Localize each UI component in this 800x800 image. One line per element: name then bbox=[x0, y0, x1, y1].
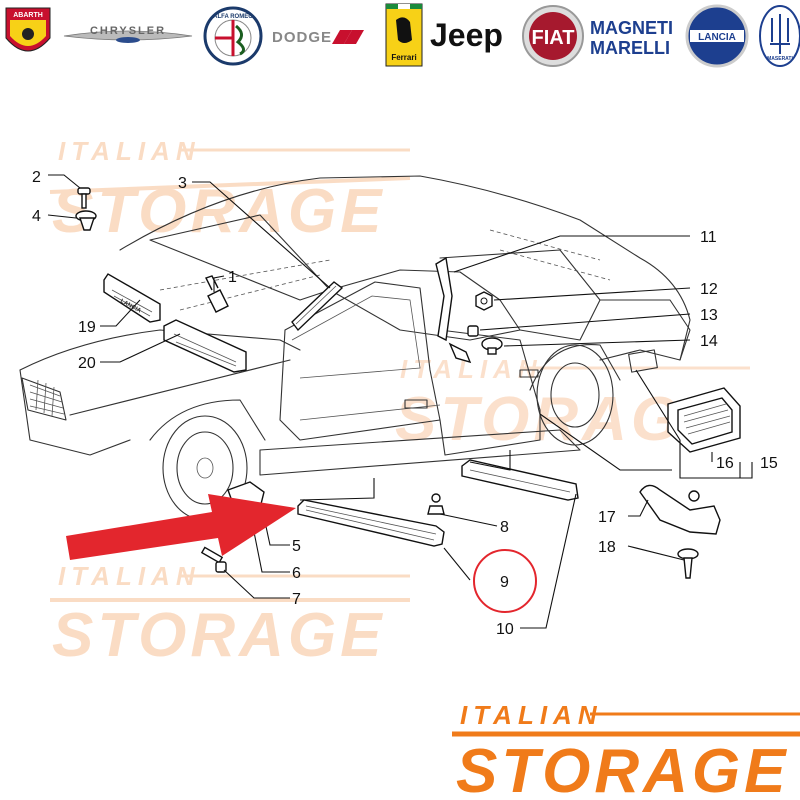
chrysler-logo: CHRYSLER bbox=[63, 25, 193, 43]
svg-text:MARELLI: MARELLI bbox=[590, 38, 670, 58]
callout-10: 10 bbox=[496, 621, 514, 638]
callout-17: 17 bbox=[598, 509, 616, 526]
lancia-logo: LANCIA bbox=[685, 4, 749, 68]
maserati-logo: MASERATI bbox=[759, 5, 800, 67]
brand-logo-bar: ABARTH CHRYSLER ALFA ROMEO DODGE bbox=[5, 3, 800, 68]
part-1-bolt bbox=[205, 275, 229, 313]
callout-2: 2 bbox=[32, 169, 41, 186]
part-18-screw bbox=[677, 548, 699, 579]
callout-8: 8 bbox=[500, 519, 509, 536]
jeep-logo: Jeep bbox=[430, 17, 503, 53]
ferrari-logo: Ferrari bbox=[385, 3, 423, 67]
highlight-arrow bbox=[66, 494, 296, 560]
parts: LANCIA bbox=[75, 187, 741, 579]
abarth-logo: ABARTH bbox=[5, 7, 51, 52]
callout-15: 15 bbox=[760, 455, 778, 472]
part-3-pillar-trim bbox=[291, 281, 344, 332]
part-7-bolt bbox=[200, 546, 227, 573]
highlight-circle bbox=[473, 549, 537, 613]
svg-text:Ferrari: Ferrari bbox=[391, 53, 416, 62]
magneti-marelli-logo: MAGNETI MARELLI bbox=[590, 18, 673, 58]
part-19-sill-plate: LANCIA bbox=[103, 273, 161, 323]
part-9-front-sill-moulding bbox=[297, 499, 445, 547]
part-10-rear-sill-moulding bbox=[461, 459, 579, 501]
part-12-nut bbox=[475, 291, 493, 311]
part-15-vent-grille bbox=[667, 387, 741, 453]
svg-text:ABARTH: ABARTH bbox=[13, 12, 43, 19]
callout-6: 6 bbox=[292, 565, 301, 582]
callout-12: 12 bbox=[700, 281, 718, 298]
svg-text:STORAGE: STORAGE bbox=[456, 737, 789, 800]
watermark-lower: ITALIAN STORAGE bbox=[50, 561, 410, 670]
svg-text:MASERATI: MASERATI bbox=[767, 56, 793, 62]
callout-11: 11 bbox=[700, 229, 717, 246]
svg-text:STORAGE: STORAGE bbox=[52, 601, 385, 670]
part-2-screw bbox=[77, 187, 91, 209]
svg-text:ITALIAN: ITALIAN bbox=[58, 561, 201, 591]
callout-numbers: 2 4 3 1 19 20 11 12 13 14 16 15 5 6 7 8 … bbox=[32, 169, 778, 638]
svg-text:DODGE: DODGE bbox=[272, 29, 332, 46]
svg-text:ITALIAN: ITALIAN bbox=[460, 700, 603, 730]
part-8-nut bbox=[427, 493, 445, 515]
callout-14: 14 bbox=[700, 333, 718, 350]
svg-text:CHRYSLER: CHRYSLER bbox=[90, 25, 166, 37]
callout-7: 7 bbox=[292, 591, 301, 608]
svg-text:ALFA ROMEO: ALFA ROMEO bbox=[213, 14, 253, 20]
svg-text:LANCIA: LANCIA bbox=[698, 32, 736, 43]
svg-text:MAGNETI: MAGNETI bbox=[590, 18, 673, 38]
callout-9: 9 bbox=[500, 574, 509, 591]
dodge-logo: DODGE bbox=[272, 29, 364, 46]
callout-18: 18 bbox=[598, 539, 616, 556]
alfa-romeo-logo: ALFA ROMEO bbox=[203, 6, 263, 66]
callout-19: 19 bbox=[78, 319, 96, 336]
callout-13: 13 bbox=[700, 307, 718, 324]
callout-3: 3 bbox=[178, 175, 187, 192]
part-11-b-pillar-trim bbox=[435, 256, 472, 364]
part-17-bracket bbox=[639, 484, 721, 535]
callout-4: 4 bbox=[32, 208, 41, 225]
part-4-clip bbox=[75, 210, 97, 231]
footer-brand: ITALIAN STORAGE bbox=[452, 700, 800, 800]
highlight-marker bbox=[66, 494, 537, 613]
part-14-clip bbox=[481, 337, 503, 355]
part-13-plug bbox=[467, 325, 479, 337]
callout-5: 5 bbox=[292, 538, 301, 555]
svg-text:Jeep: Jeep bbox=[430, 17, 503, 53]
watermark-top: ITALIAN STORAGE bbox=[49, 136, 411, 246]
svg-text:FIAT: FIAT bbox=[532, 27, 575, 49]
part-20-sill-plate bbox=[163, 319, 247, 373]
car-sketch bbox=[19, 175, 691, 521]
fiat-logo: FIAT bbox=[522, 5, 584, 67]
callout-16: 16 bbox=[716, 455, 734, 472]
callout-20: 20 bbox=[78, 355, 96, 372]
svg-text:ITALIAN: ITALIAN bbox=[58, 136, 201, 166]
leader-lines bbox=[47, 174, 753, 629]
callout-1: 1 bbox=[228, 269, 237, 286]
